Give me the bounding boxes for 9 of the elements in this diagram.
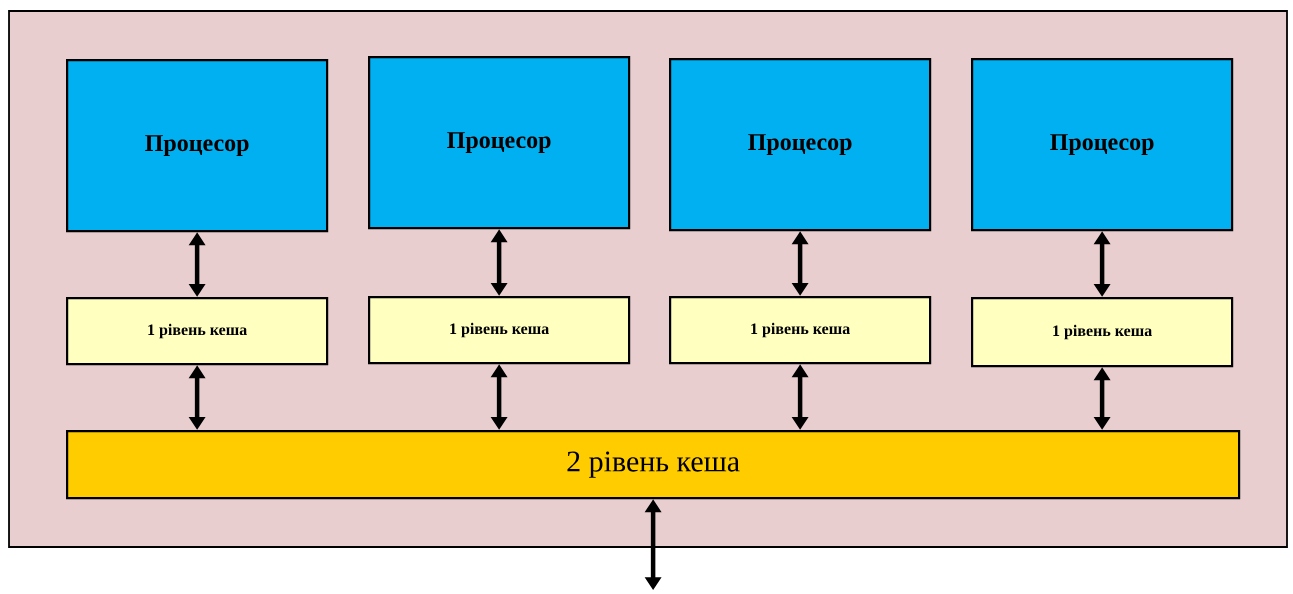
processor-box: Процесор <box>66 59 329 233</box>
cache-box: 1 рівень кеша <box>66 297 329 366</box>
processor-box: Процесор <box>971 58 1234 232</box>
processor-box: Процесор <box>368 56 631 230</box>
cache-box: 1 рівень кеша <box>669 296 932 365</box>
processor-box: Процесор <box>669 58 932 232</box>
cache-box: 2 рівень кеша <box>66 430 1241 500</box>
cache-box: 1 рівень кеша <box>368 296 631 365</box>
cache-box: 1 рівень кеша <box>971 297 1234 368</box>
